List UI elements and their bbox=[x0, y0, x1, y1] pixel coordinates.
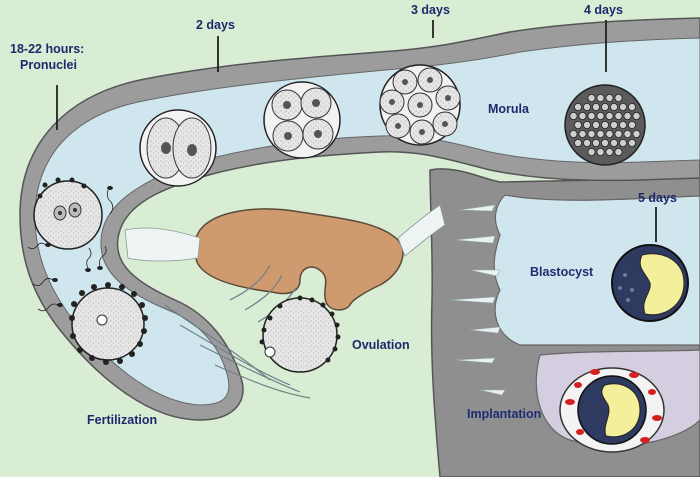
morula-cell bbox=[569, 112, 578, 121]
morula-cell bbox=[628, 121, 637, 130]
label-implantation: Implantation bbox=[467, 407, 541, 421]
morula-cell bbox=[601, 103, 610, 112]
endometrium-glands bbox=[449, 204, 506, 396]
fertilization-oocyte-icon bbox=[69, 282, 148, 365]
label-morula: Morula bbox=[488, 102, 530, 116]
morula-cell bbox=[628, 138, 637, 147]
morula-cell bbox=[623, 112, 632, 121]
morula-cell bbox=[574, 138, 583, 147]
pointer-lines bbox=[56, 20, 657, 242]
morula-cell bbox=[583, 121, 592, 130]
morula-cell bbox=[596, 112, 605, 121]
ovary bbox=[193, 208, 404, 311]
morula-cell bbox=[619, 121, 628, 130]
four-cell-embryo-icon bbox=[263, 81, 341, 159]
ligaments bbox=[124, 204, 446, 262]
morula-cell bbox=[632, 112, 641, 121]
label-ovulation: Ovulation bbox=[352, 338, 410, 352]
morula-cell bbox=[614, 129, 623, 138]
morula-cell bbox=[610, 121, 619, 130]
morula-cell bbox=[605, 147, 614, 156]
morula-cell bbox=[583, 103, 592, 112]
label-3-days: 3 days bbox=[411, 3, 450, 17]
morula-cell bbox=[578, 129, 587, 138]
morula-cell bbox=[578, 112, 587, 121]
morula-cell bbox=[596, 129, 605, 138]
label-pronuclei-line2: Pronuclei bbox=[20, 58, 77, 72]
morula-cell bbox=[587, 129, 596, 138]
eight-cell-embryo-icon bbox=[379, 64, 461, 146]
sperm-cells bbox=[27, 185, 114, 312]
morula-cell bbox=[587, 147, 596, 156]
morula-cell bbox=[605, 94, 614, 103]
morula-cell bbox=[610, 103, 619, 112]
morula-cell bbox=[614, 94, 623, 103]
morula-cell bbox=[583, 138, 592, 147]
ovulated-oocyte-icon bbox=[259, 295, 341, 373]
label-2-days: 2 days bbox=[196, 18, 235, 32]
morula-cell bbox=[614, 147, 623, 156]
morula-cell bbox=[619, 138, 628, 147]
blastocyst-icon bbox=[611, 244, 689, 322]
morula-cell bbox=[587, 94, 596, 103]
label-blastocyst: Blastocyst bbox=[530, 265, 594, 279]
morula-cell bbox=[574, 103, 583, 112]
morula-cell bbox=[614, 112, 623, 121]
morula-cell bbox=[619, 103, 628, 112]
morula-cell bbox=[605, 129, 614, 138]
morula-cell bbox=[632, 129, 641, 138]
morula-cell bbox=[592, 103, 601, 112]
morula-cell bbox=[610, 138, 619, 147]
morula-icon bbox=[564, 84, 646, 166]
implanted-embryo-icon bbox=[559, 367, 665, 453]
morula-cell bbox=[587, 112, 596, 121]
label-fertilization: Fertilization bbox=[87, 413, 157, 427]
morula-cell bbox=[574, 121, 583, 130]
morula-cell bbox=[592, 121, 601, 130]
morula-cell bbox=[628, 103, 637, 112]
morula-cell bbox=[592, 138, 601, 147]
morula-cell bbox=[596, 147, 605, 156]
zygote-pronuclei-icon bbox=[33, 177, 103, 250]
label-4-days: 4 days bbox=[584, 3, 623, 17]
morula-cell bbox=[601, 121, 610, 130]
label-pronuclei-line1: 18-22 hours: bbox=[10, 42, 84, 56]
morula-cell bbox=[605, 112, 614, 121]
label-5-days: 5 days bbox=[638, 191, 677, 205]
morula-cell bbox=[569, 129, 578, 138]
morula-cell bbox=[623, 129, 632, 138]
two-cell-embryo-icon bbox=[139, 109, 217, 187]
morula-cell bbox=[601, 138, 610, 147]
morula-cell bbox=[596, 94, 605, 103]
